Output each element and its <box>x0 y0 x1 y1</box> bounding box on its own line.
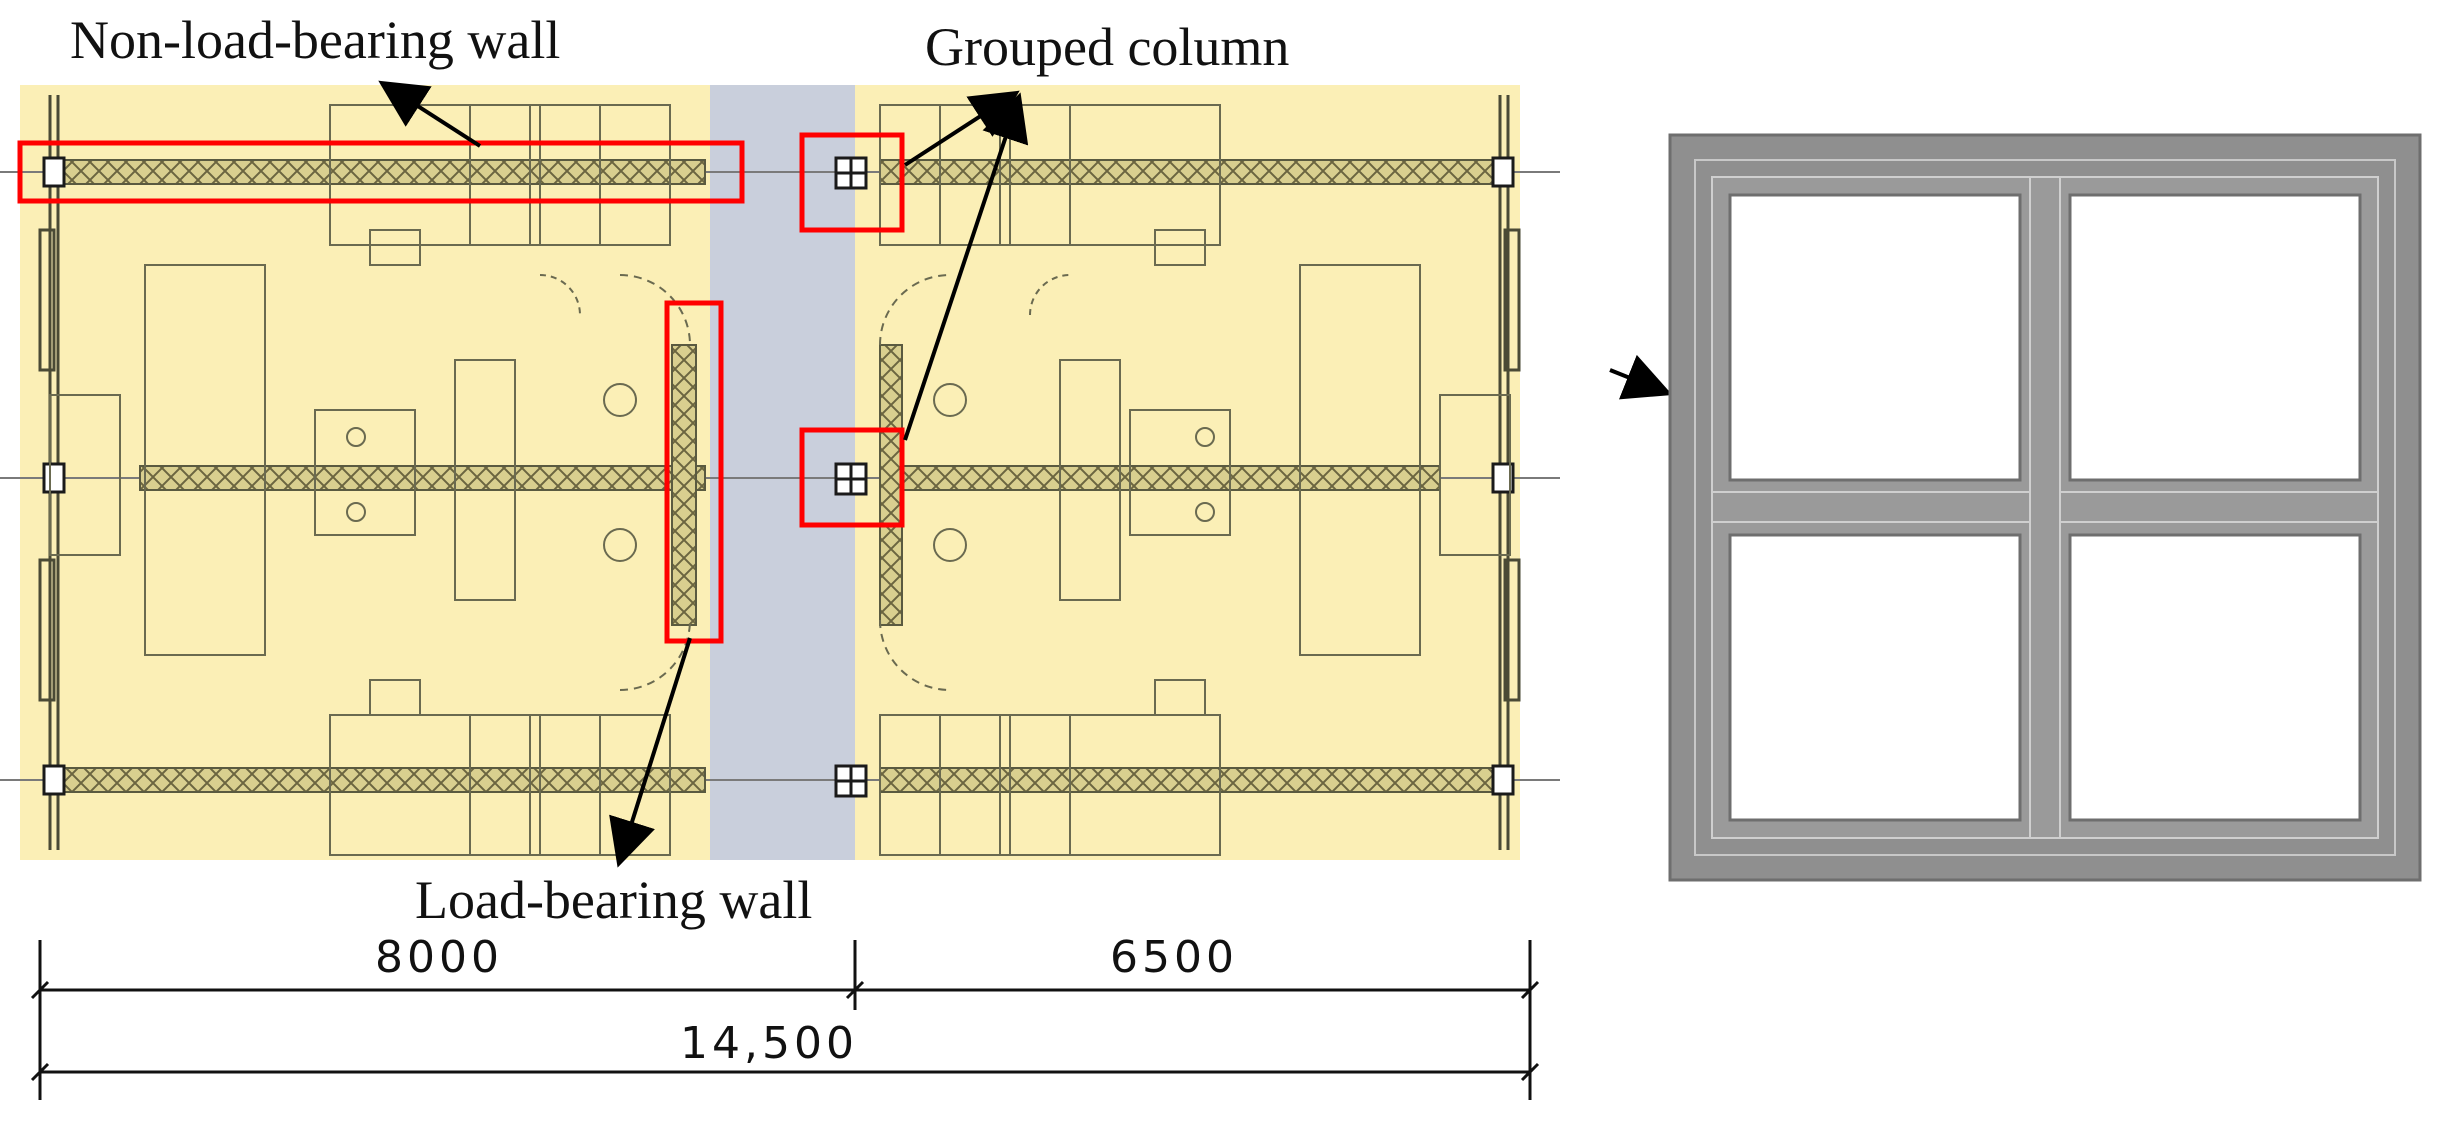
arrow-load-bearing-wall <box>609 637 692 868</box>
wall-mid-right <box>879 465 1441 491</box>
wall-bottom-right <box>879 767 1501 793</box>
panel-inner-border <box>1694 159 2396 856</box>
dimension-lines <box>30 940 1540 1100</box>
wall-top-right <box>879 159 1501 185</box>
highlight-non-load-bearing-wall <box>17 140 745 204</box>
dimension-right-span: 6500 <box>1110 932 1238 983</box>
furniture <box>49 104 1511 856</box>
wall-panel-elevation <box>1668 133 2422 882</box>
arrow-grouped-column-middle <box>903 92 1029 441</box>
grouped-column-bottom <box>834 764 868 798</box>
label-non-load-bearing-wall: Non-load-bearing wall <box>70 10 560 70</box>
panel-vertical-bar <box>2029 176 2061 839</box>
panel-opening-bottom-right <box>2068 533 2362 822</box>
dimension-left-span: 8000 <box>375 932 503 983</box>
highlight-grouped-column-top <box>799 132 905 233</box>
wall-mid-left <box>139 465 706 491</box>
grouped-column-top <box>834 156 868 190</box>
label-grouped-column: Grouped column <box>925 17 1289 77</box>
grouped-column-middle <box>834 462 868 496</box>
highlight-boxes <box>17 132 905 644</box>
corridor <box>710 85 855 860</box>
columns <box>42 156 1515 798</box>
panel-opening-top-right <box>2068 193 2362 482</box>
floor-plan: Non-load-bearing wall Grouped column Loa… <box>0 10 1673 930</box>
wall-right-bath <box>879 344 903 626</box>
panel-opening-bottom-left <box>1728 533 2022 822</box>
annotation-arrows <box>378 80 1673 868</box>
arrow-to-wall-panel <box>1609 354 1673 400</box>
arrow-non-load-bearing-wall <box>378 80 482 148</box>
wall-bottom-left <box>54 767 706 793</box>
highlight-load-bearing-wall <box>664 300 724 644</box>
highlight-grouped-column-middle <box>799 427 905 528</box>
dimension-total-span: 14,500 <box>680 1018 858 1069</box>
panel-opening-top-left <box>1728 193 2022 482</box>
load-bearing-wall-shape <box>671 344 697 626</box>
label-load-bearing-wall: Load-bearing wall <box>415 870 812 930</box>
wall-top-left <box>54 159 706 185</box>
